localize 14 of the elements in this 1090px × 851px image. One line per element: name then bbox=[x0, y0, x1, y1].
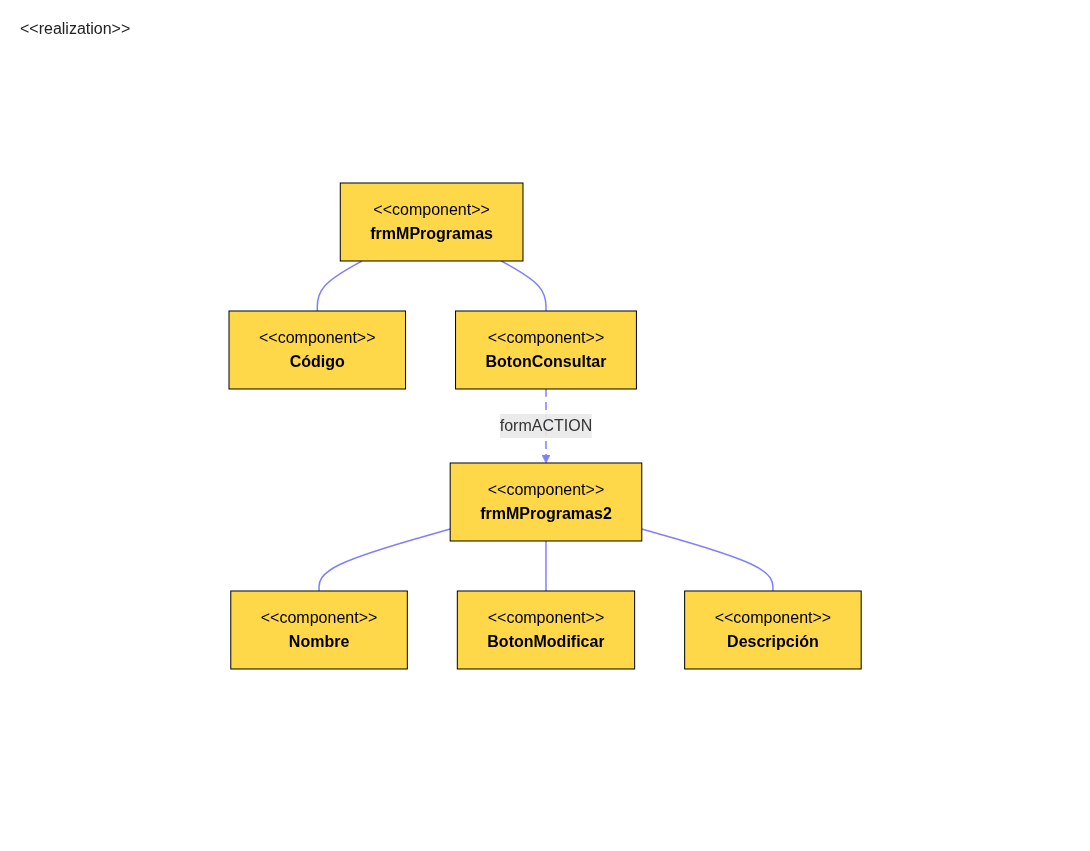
connector bbox=[545, 539, 547, 592]
node-box: <<component>> Nombre bbox=[230, 590, 408, 669]
edge-label: formACTION bbox=[499, 416, 593, 434]
node-box: <<component>> BotonConsultar bbox=[454, 310, 637, 389]
node-box: <<component>> BotonModificar bbox=[456, 590, 636, 669]
node-box: <<component>> Código bbox=[228, 310, 406, 389]
connector bbox=[318, 527, 451, 592]
connector bbox=[640, 527, 774, 592]
node-box: <<component>> frmMProgramas bbox=[339, 182, 524, 261]
connector bbox=[316, 259, 363, 312]
node-box: <<component>> Descripción bbox=[684, 590, 862, 669]
stereotype-note: <<realization>> bbox=[20, 20, 131, 38]
connector bbox=[500, 259, 547, 312]
node-box: <<component>> frmMProgramas2 bbox=[449, 462, 643, 541]
